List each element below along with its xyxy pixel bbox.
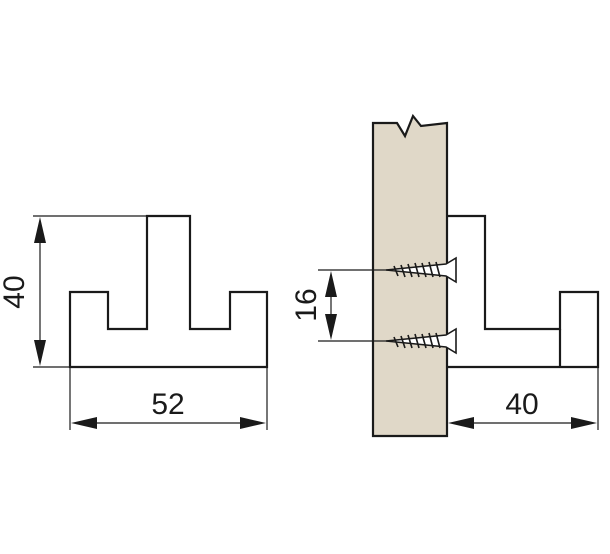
screw-top-thread xyxy=(393,261,441,278)
width-arrow-left xyxy=(71,417,97,429)
side-depth-label: 40 xyxy=(505,388,538,421)
screw-spacing-arrow-bottom xyxy=(325,314,337,340)
wood-wall-section xyxy=(371,113,449,438)
side-view: 16 40 xyxy=(290,113,600,438)
hook-side-outline xyxy=(438,214,600,369)
screw-spacing-arrow-top xyxy=(325,271,337,297)
screw-bottom xyxy=(385,327,457,355)
height-arrow-top xyxy=(34,217,46,243)
screw-bottom-thread xyxy=(393,332,441,349)
front-width-label: 52 xyxy=(151,388,184,421)
screw-top xyxy=(385,256,457,284)
depth-arrow-left xyxy=(448,417,474,429)
depth-arrow-right xyxy=(571,417,597,429)
width-arrow-right xyxy=(240,417,266,429)
hook-front-outline xyxy=(68,214,269,369)
front-view: 40 52 xyxy=(0,214,269,430)
front-height-label: 40 xyxy=(0,275,31,308)
height-arrow-bottom xyxy=(34,340,46,366)
screw-spacing-label: 16 xyxy=(290,288,323,321)
